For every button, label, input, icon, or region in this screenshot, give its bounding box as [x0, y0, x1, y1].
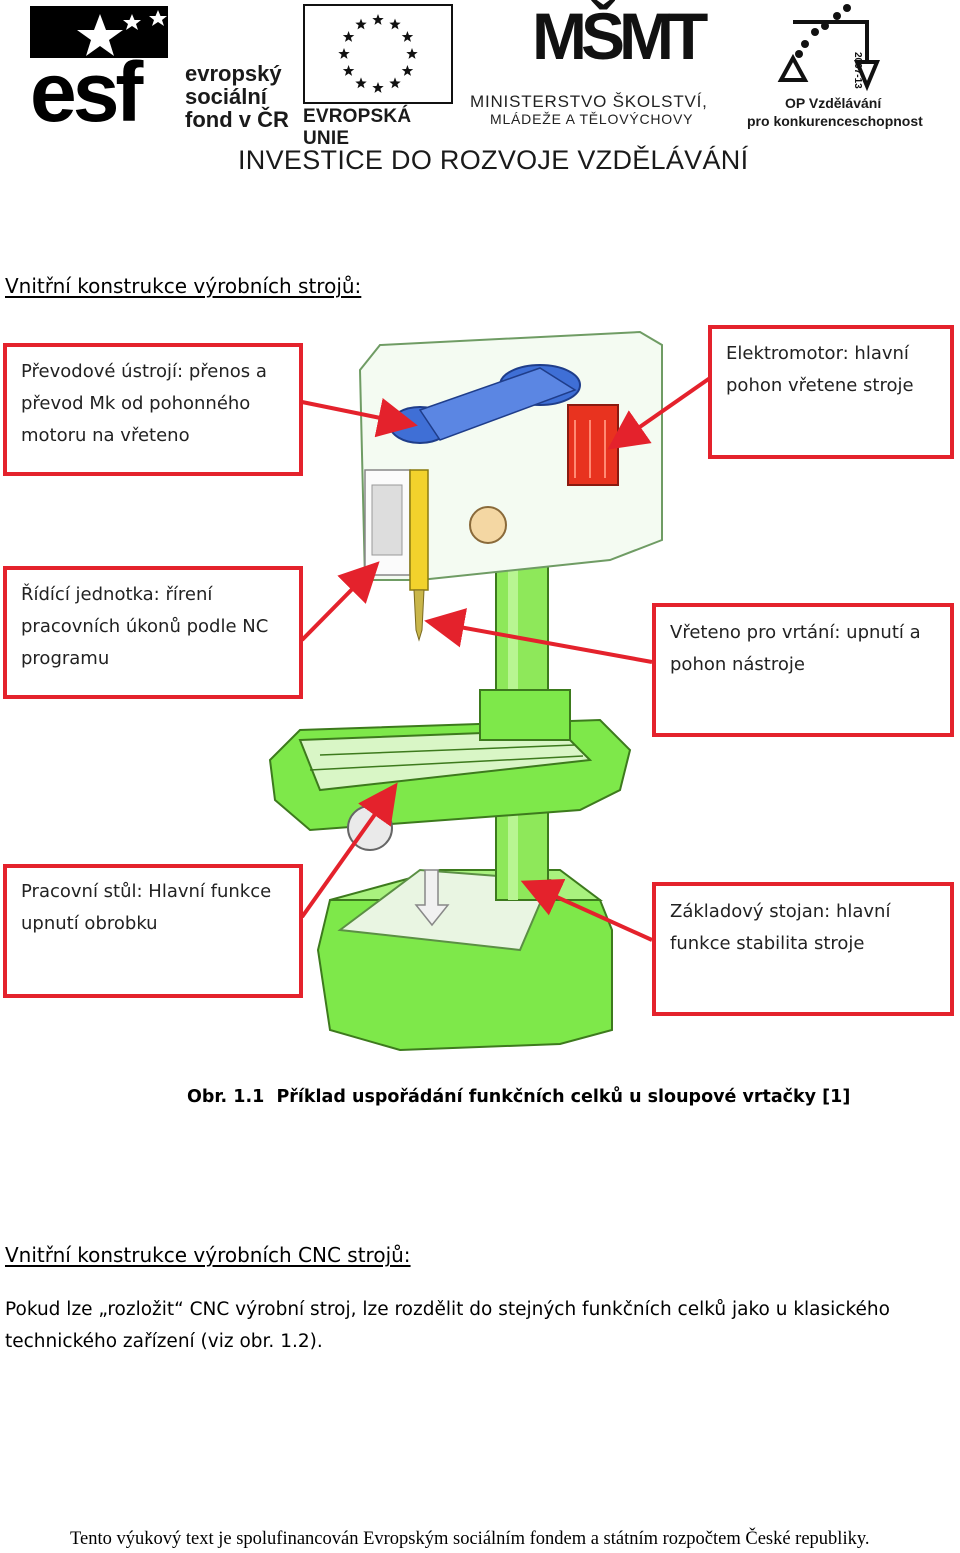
msmt-logo: MŠMT MINISTERSTVO ŠKOLSTVÍ, MLÁDEŽE A TĚ… [468, 0, 738, 130]
op-line-2: pro konkurenceschopnost [747, 113, 923, 129]
esf-line-2: sociální [185, 84, 267, 109]
machine-base [316, 868, 613, 1052]
eu-star-icon [372, 82, 384, 93]
esf-line-3: fond v ČR [185, 107, 289, 132]
op-line-1: OP Vzdělávání [785, 95, 882, 111]
section1-heading: Vnitřní konstrukce výrobních strojů: [5, 274, 362, 298]
eu-logo: EVROPSKÁ UNIE [303, 4, 455, 149]
callout-base: Základový stojan: hlavní funkce stabilit… [652, 882, 954, 1016]
machine-worktable [268, 689, 632, 851]
arrow-spindle [424, 608, 653, 664]
op-dots-arrow-icon [777, 4, 880, 92]
eu-label: EVROPSKÁ UNIE [303, 106, 412, 149]
arrow-control [300, 561, 380, 642]
section2-heading: Vnitřní konstrukce výrobních CNC strojů: [5, 1243, 411, 1267]
callout-table: Pracovní stůl: Hlavní funkce upnutí obro… [3, 864, 303, 998]
eu-star-icon [401, 31, 414, 42]
eu-star-icon [389, 77, 401, 89]
eu-star-icon [372, 14, 384, 25]
msmt-line-1: MINISTERSTVO ŠKOLSTVÍ, [470, 92, 708, 111]
arrow-transmission [301, 398, 418, 438]
eu-star-icon [389, 18, 401, 30]
header-logos: esf evropský sociální fond v ČR EVROPSKÁ… [0, 0, 960, 185]
eu-star-icon [342, 65, 355, 76]
op-years: 2007-13 [852, 52, 863, 89]
esf-logo: esf evropský sociální fond v ČR [30, 6, 295, 139]
page-footer: Tento výukový text je spolufinancován Ev… [70, 1529, 870, 1549]
op-logo: 2007-13 OP Vzdělávání pro konkurencescho… [745, 2, 925, 130]
section2-paragraph: Pokud lze „rozložit“ CNC výrobní stroj, … [5, 1299, 890, 1352]
eu-star-icon [401, 65, 414, 76]
eu-star-icon [355, 77, 367, 89]
eu-star-icon [406, 48, 418, 59]
callout-transmission: Převodové ústrojí: přenos a převod Mk od… [3, 343, 303, 476]
figure-caption: Obr. 1.1 Příklad uspořádání funkčních ce… [187, 1087, 851, 1107]
machine-head [358, 330, 663, 642]
callout-control: Řídící jednotka: řírení pracovních úkonů… [3, 566, 303, 699]
machine-column [495, 559, 549, 901]
arrow-motor [607, 376, 712, 450]
callout-motor: Elektromotor: hlavní pohon vřetene stroj… [708, 325, 954, 459]
callout-spindle: Vřeteno pro vrtání: upnutí a pohon nástr… [652, 603, 954, 737]
msmt-line-2: MLÁDEŽE A TĚLOVÝCHOVY [490, 111, 694, 127]
eu-stars-icon [338, 14, 418, 93]
esf-stars-icon [77, 10, 167, 56]
eu-star-icon [338, 48, 350, 59]
arrow-base [520, 878, 653, 942]
eu-star-icon [342, 31, 355, 42]
header-slogan: INVESTICE DO ROZVOJE VZDĚLÁVÁNÍ [238, 145, 749, 175]
msmt-mark: MŠMT [532, 0, 708, 73]
esf-line-1: evropský [185, 61, 282, 86]
eu-star-icon [355, 18, 367, 30]
esf-letters: esf [30, 45, 143, 139]
arrow-table [300, 782, 398, 919]
